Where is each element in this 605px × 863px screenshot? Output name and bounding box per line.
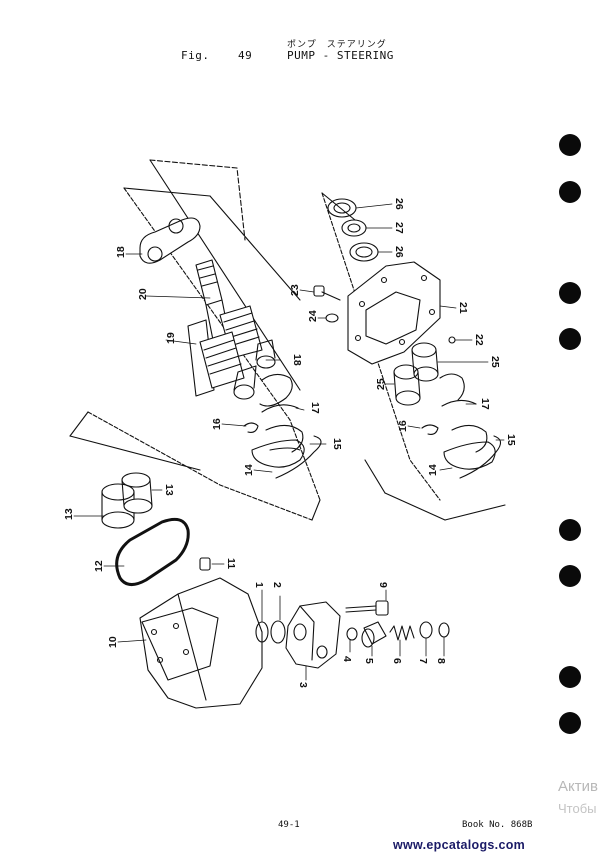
activation-watermark-line2: Чтобы [558,801,597,816]
bracket-frame-right [321,192,506,521]
callout-18: 18 [115,246,127,258]
driven-gear [187,319,276,400]
callout-16: 16 [397,420,409,432]
callout-9: 9 [377,582,389,588]
seal-clips-left [243,373,322,479]
bracket-frame-upper [123,159,321,501]
binder-hole-icon [559,282,581,304]
callout-8: 8 [435,658,447,664]
callout-18: 18 [291,354,303,366]
binder-hole-icon [559,565,581,587]
binder-hole-icon [559,134,581,156]
callout-13: 13 [163,484,175,496]
relief-valve-parts [346,621,450,648]
leader-lines [73,203,505,681]
callout-11: 11 [225,558,237,569]
plug-small [199,557,211,571]
binder-hole-icon [559,666,581,688]
valve-body [285,601,341,669]
callout-5: 5 [363,658,375,664]
callout-17: 17 [479,398,491,410]
callout-19: 19 [165,332,177,344]
callout-14: 14 [427,464,439,476]
callout-2: 2 [271,582,283,588]
binder-hole-icon [559,519,581,541]
bolt-long [345,600,389,616]
activation-watermark-line1: Актив [558,778,598,795]
callout-23: 23 [289,284,301,296]
callout-6: 6 [391,658,403,664]
pump-housing [139,577,263,709]
bushing-right [393,342,439,406]
callout-15: 15 [505,434,517,446]
bracket-frame-left [69,411,321,521]
dowel-pin [448,336,456,344]
gear-cover-plate [347,261,441,365]
callout-7: 7 [417,658,429,664]
figure-number: 49 [238,49,253,62]
callout-10: 10 [107,636,119,648]
page-number: 49-1 [278,820,300,830]
title-english: PUMP - STEERING [287,49,394,62]
callout-25: 25 [375,378,387,390]
bushing-left [101,472,153,529]
figure-label: Fig. [181,49,210,62]
callout-16: 16 [211,418,223,430]
callout-27: 27 [393,222,405,234]
callout-22: 22 [473,334,485,346]
callout-4: 4 [341,656,353,662]
callout-12: 12 [93,560,105,572]
callout-17: 17 [309,402,321,414]
side-plate-upper [139,217,201,264]
callout-14: 14 [243,464,255,476]
o-ring-large [115,517,190,586]
website-link[interactable]: www.epcatalogs.com [393,838,526,852]
callout-21: 21 [457,302,469,314]
seal-clips-right [421,373,502,479]
callout-26: 26 [393,198,405,210]
callout-20: 20 [137,288,149,300]
callout-1: 1 [253,582,265,588]
binder-hole-icon [559,328,581,350]
binder-hole-icon [559,181,581,203]
callout-3: 3 [297,682,309,688]
book-number: Book No. 868B [462,820,533,830]
title-japanese: ポンプ ステアリング [287,40,387,50]
binder-hole-icon [559,712,581,734]
callout-24: 24 [307,310,319,322]
callout-25: 25 [489,356,501,368]
callout-labels: 18 20 19 18 17 16 15 14 13 13 12 11 10 1… [63,198,517,688]
callout-26: 26 [393,246,405,258]
oil-seal-stack [327,198,379,262]
callout-13: 13 [63,508,75,520]
callout-15: 15 [331,438,343,450]
